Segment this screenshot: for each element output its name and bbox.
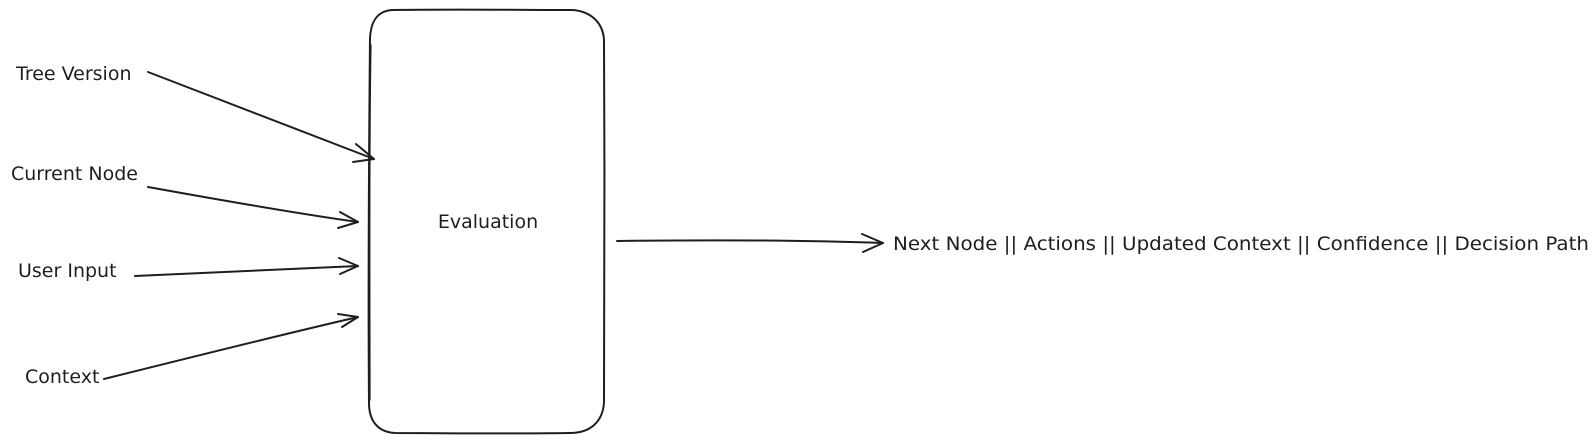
evaluation-box: Evaluation (367, 8, 606, 435)
arrow-tree-version (147, 71, 375, 163)
input-label-user-input: User Input (18, 260, 117, 282)
arrow-user-input (134, 257, 359, 277)
arrow-output (616, 233, 884, 253)
input-label-context: Context (25, 366, 99, 388)
input-label-tree-version: Tree Version (15, 63, 132, 85)
output-label: Next Node || Actions || Updated Context … (893, 233, 1589, 255)
evaluation-label: Evaluation (438, 211, 538, 233)
arrow-current-node (147, 186, 359, 229)
arrow-context (103, 313, 359, 380)
input-label-current-node: Current Node (11, 163, 138, 185)
